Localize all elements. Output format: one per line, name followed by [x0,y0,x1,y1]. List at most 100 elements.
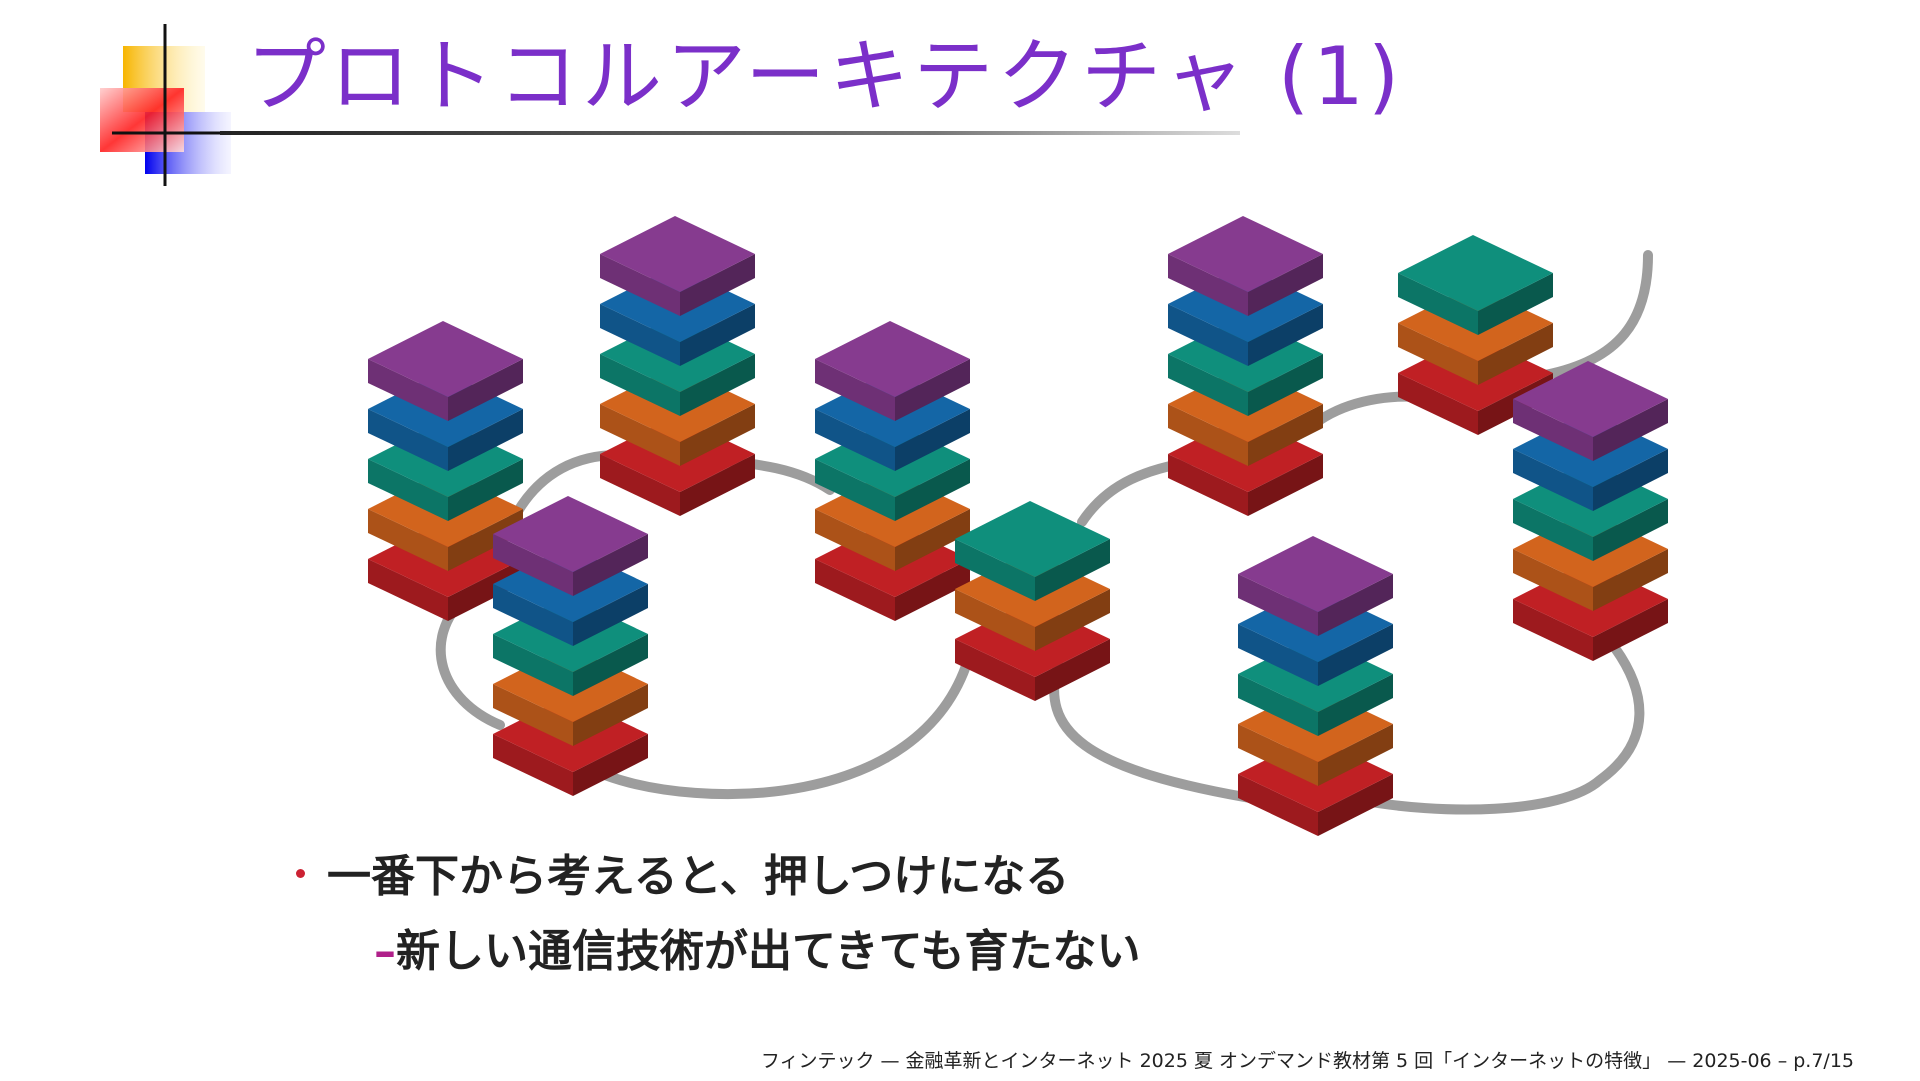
node-b-layer-red-front-face [600,454,680,516]
node-c-layer-purple [815,321,970,421]
node-c-layer-purple-top-face [815,321,970,397]
node-b-layer-purple [600,216,755,316]
node-d-layer-purple [493,496,648,596]
router-2-layer-teal-front-face [1398,273,1478,335]
node-a-layer-red-front-face [368,559,448,621]
node-b-layer-blue-front-face [600,304,680,366]
logo-red-square [100,88,184,152]
router-2-layer-teal [1398,235,1553,335]
router-2-layer-teal-top-face [1398,235,1553,311]
node-e-layer-orange-side-face [1248,404,1323,466]
title-rule [220,131,1240,135]
node-d-layer-purple-top-face [493,496,648,572]
node-d-layer-orange-front-face [493,684,573,746]
node-g-layer-red-side-face [1593,599,1668,661]
node-e-layer-teal-side-face [1248,354,1323,416]
node-c-layer-red-side-face [895,559,970,621]
stack-router-1 [955,501,1110,701]
cable-r2-up [1540,250,1653,380]
node-c-layer-orange-front-face [815,509,895,571]
node-f-layer-blue-front-face [1238,624,1318,686]
stack-node-d [493,496,648,796]
node-f-layer-red-front-face [1238,774,1318,836]
node-f-layer-red-side-face [1318,774,1393,836]
router-1-layer-red-front-face [955,639,1035,701]
bullet-dot-icon [296,868,305,878]
router-2-layer-teal-side-face [1478,273,1553,335]
node-e-layer-orange-front-face [1168,404,1248,466]
node-c-layer-purple-side-face [895,359,970,421]
node-f-layer-purple-side-face [1318,574,1393,636]
node-b-layer-purple-side-face [680,254,755,316]
node-g-layer-orange-front-face [1513,549,1593,611]
router-1-layer-teal [955,501,1110,601]
node-b-layer-orange-front-face [600,404,680,466]
node-a-layer-teal-front-face [368,459,448,521]
node-f-layer-purple-front-face [1238,574,1318,636]
node-b-layer-orange-side-face [680,404,755,466]
node-g-layer-orange-side-face [1593,549,1668,611]
node-c-layer-blue-side-face [895,409,970,471]
router-1-layer-teal-front-face [955,539,1035,601]
node-b-layer-purple-front-face [600,254,680,316]
stack-node-f [1238,536,1393,836]
sub-bullet-text: 新しい通信技術が出てきても育たない [396,926,1141,977]
node-d-layer-red-side-face [573,734,648,796]
node-a-layer-red-side-face [448,559,523,621]
node-a-layer-purple-front-face [368,359,448,421]
node-g-layer-blue-side-face [1593,449,1668,511]
node-e-layer-red-front-face [1168,454,1248,516]
node-d-layer-teal-front-face [493,634,573,696]
node-a-layer-purple [368,321,523,421]
node-c-layer-blue-front-face [815,409,895,471]
router-1-layer-orange-front-face [955,589,1035,651]
node-a-layer-blue-side-face [448,409,523,471]
node-b-layer-teal-front-face [600,354,680,416]
node-g-layer-red-front-face [1513,599,1593,661]
node-e-layer-purple-top-face [1168,216,1323,292]
node-g-layer-purple [1513,361,1668,461]
node-b-layer-teal-side-face [680,354,755,416]
bullet-item: 一番下から考えると、押しつけになる [296,840,1069,904]
node-f-layer-orange-front-face [1238,724,1318,786]
node-d-layer-orange-side-face [573,684,648,746]
router-1-layer-orange-side-face [1035,589,1110,651]
node-g-layer-purple-side-face [1593,399,1668,461]
node-c-layer-teal-side-face [895,459,970,521]
node-g-layer-blue-front-face [1513,449,1593,511]
node-d-layer-blue-side-face [573,584,648,646]
node-e-layer-purple-side-face [1248,254,1323,316]
stack-node-c [815,321,970,621]
sub-bullet-item: –新しい通信技術が出てきても育たない [374,915,1140,979]
node-e-layer-blue-side-face [1248,304,1323,366]
router-2-layer-orange-side-face [1478,323,1553,385]
node-c-layer-orange-side-face [895,509,970,571]
node-c-layer-purple-front-face [815,359,895,421]
node-e-layer-purple [1168,216,1323,316]
stacks-layer [368,216,1668,836]
node-f-layer-teal-side-face [1318,674,1393,736]
node-g-layer-purple-top-face [1513,361,1668,437]
node-f-layer-blue-side-face [1318,624,1393,686]
node-b-layer-purple-top-face [600,216,755,292]
stack-node-b [600,216,755,516]
node-c-layer-red-front-face [815,559,895,621]
router-1-layer-red-side-face [1035,639,1110,701]
stack-node-e [1168,216,1323,516]
node-e-layer-blue-front-face [1168,304,1248,366]
router-1-layer-teal-side-face [1035,539,1110,601]
node-e-layer-red-side-face [1248,454,1323,516]
node-b-layer-red-side-face [680,454,755,516]
node-f-layer-orange-side-face [1318,724,1393,786]
slide-footer: フィンテック — 金融革新とインターネット 2025 夏 オンデマンド教材第 5… [760,1050,1854,1072]
node-d-layer-teal-side-face [573,634,648,696]
router-2-layer-orange-front-face [1398,323,1478,385]
bullet-text: 一番下から考えると、押しつけになる [327,851,1070,902]
node-a-layer-orange-front-face [368,509,448,571]
sub-bullet-marker: – [374,926,396,977]
node-a-layer-teal-side-face [448,459,523,521]
node-d-layer-blue-front-face [493,584,573,646]
cable-r1-f [1049,658,1267,805]
slide-title: プロトコルアーキテクチャ (1) [246,30,1404,123]
node-b-layer-blue-side-face [680,304,755,366]
